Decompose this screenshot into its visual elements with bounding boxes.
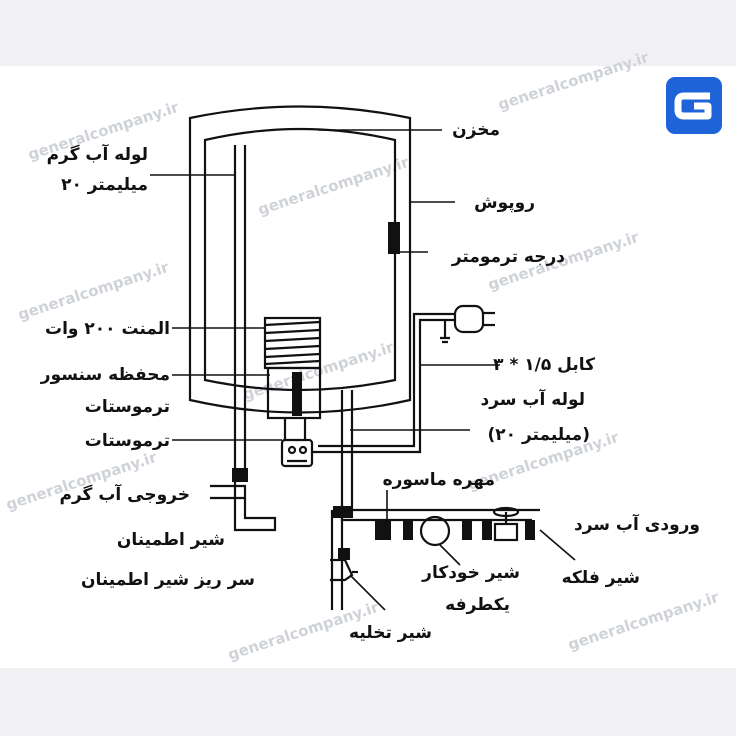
label-check-valve-2: یکطرفه (445, 595, 510, 615)
watermark: generalcompany.ir (496, 48, 652, 114)
label-safety-valve: شیر اطمینان (117, 530, 225, 550)
label-cover: روپوش (474, 193, 535, 213)
label-cable: کابل ۱/۵ * ۳ (493, 355, 595, 375)
label-tank: مخزن (452, 120, 500, 140)
label-union-nut: مهره ماسوره (383, 470, 495, 490)
label-drain-valve: شیر تخلیه (349, 623, 432, 643)
brand-logo (666, 77, 722, 134)
power-cable (312, 318, 455, 454)
label-thermostat: ترموستات (85, 431, 170, 451)
top-band (0, 0, 736, 66)
label-cold-pipe: لوله آب سرد (481, 388, 586, 410)
watermark: generalcompany.ir (16, 258, 172, 324)
labels: مخزن لوله آب گرم ۲۰ میلیمتر روپوش درجه ت… (40, 120, 700, 643)
power-plug (453, 304, 485, 334)
outer-cover (188, 105, 412, 414)
bottom-band (0, 668, 736, 736)
check-valve (419, 515, 451, 547)
label-hot-outlet: خروجی آب گرم (59, 483, 190, 505)
label-element: المنت ۲۰۰ وات (45, 319, 170, 339)
label-hot-pipe-size: ۲۰ میلیمتر (61, 175, 148, 195)
watermark: generalcompany.ir (566, 588, 722, 654)
label-sensor-housing: محفظه سنسور (40, 365, 170, 385)
label-thermometer: درجه ترمومتر (451, 247, 565, 267)
leader-lines (150, 129, 576, 611)
label-gate-valve: شیر فلکه (562, 568, 640, 588)
label-safety-drain: سر ریز شیر اطمینان (81, 570, 255, 590)
fittings (232, 222, 535, 560)
sensor-housing (266, 366, 322, 420)
label-cold-pipe-size: (۲۰ میلیمتر) (488, 425, 591, 445)
inner-tank (203, 127, 397, 392)
label-check-valve: شیر خودکار (421, 563, 520, 583)
watermark: generalcompany.ir (256, 153, 412, 219)
label-sensor-thermostat: ترموستات (85, 397, 170, 417)
label-hot-pipe: لوله آب گرم (47, 143, 148, 165)
label-cold-inlet: ورودی آب سرد (574, 513, 700, 535)
